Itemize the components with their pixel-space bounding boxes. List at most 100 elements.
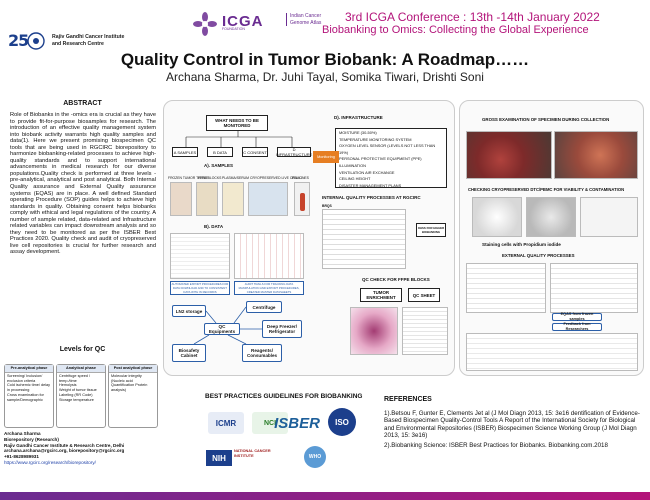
levels-heading: Levels for QC xyxy=(59,346,106,353)
data-note: AUDIT TRAILS FOR TRACKING DATA MANIPULAT… xyxy=(234,281,304,295)
list-item: Centrifuge speed / temp./time xyxy=(59,373,91,383)
samples-box: A SAMPLES xyxy=(172,147,198,157)
data-heading: B). DATA xyxy=(204,224,224,229)
icga-flower-icon xyxy=(193,12,217,36)
contact-email[interactable]: archana.archana@rgcirc.org, biorepositor… xyxy=(4,448,125,454)
contact-url-link[interactable]: https://www.rgcirc.org/research/biorepos… xyxy=(4,459,96,465)
monitoring-tag: Monitoring xyxy=(313,151,339,163)
list-item: TEMPERATURE MONITORING SYSTEM xyxy=(339,136,412,142)
icga-foundation: FOUNDATION xyxy=(222,27,245,31)
histology-image xyxy=(350,307,398,355)
cell-image-1 xyxy=(472,197,522,237)
conference-subtitle: Biobanking to Omics: Collecting the Glob… xyxy=(322,24,589,36)
iso-logo: ISO xyxy=(328,408,356,436)
conference-title: 3rd ICGA Conference : 13th -14th January… xyxy=(345,10,600,24)
eqas-sheet-1 xyxy=(466,263,546,313)
nih-logo: NIH xyxy=(206,450,232,466)
sample-type: CRYOPRESERVED LIVE CELL LINES xyxy=(250,176,309,180)
infra-heading: D). INFRASTRUCTURE xyxy=(334,115,383,120)
infra-list: MOISTURE (30-50%) TEMPERATURE MONITORING… xyxy=(335,128,447,188)
qc-sheet-image xyxy=(402,307,448,355)
monitor-box: WHAT NEEDS TO BE MONITORED xyxy=(206,115,268,131)
gross-heading: GROSS EXAMINATION OF SPECIMEN DURING COL… xyxy=(482,117,610,122)
list-item: CEILING HEIGHT xyxy=(339,176,371,182)
data-barcode-image xyxy=(234,233,304,279)
best-practices-heading: BEST PRACTICES GUIDELINES FOR BIOBANKING xyxy=(205,393,363,400)
reagents-consumables: Reagents/ Consumables xyxy=(242,344,282,362)
pbmc-image xyxy=(294,182,310,216)
post-analytical-title: Post analytical phase xyxy=(109,365,157,373)
qc-sheet-box: QC SHEET xyxy=(408,288,440,302)
list-item: PERSONAL PROTECTIVE EQUIPMENT (PPE) xyxy=(339,156,422,162)
deep-freezer: Deep Freezer/ Refrigerator xyxy=(262,320,302,338)
post-analytical-box: Post analytical phase Molecular integrit… xyxy=(108,364,158,428)
references-heading: REFERENCES xyxy=(384,396,432,403)
contact-name: Archana Sharma xyxy=(4,431,41,436)
ln2-storage: LN2 storage xyxy=(172,305,206,317)
iqp-heading: INTERNAL QUALITY PROCESSES AT RGCIRC xyxy=(322,195,421,200)
nci-logo: NCI xyxy=(252,412,288,434)
gross-image-2 xyxy=(554,131,638,179)
qc-equipments: QC Equipments xyxy=(204,323,240,335)
list-item: Cold ischemic time/ delay in processing xyxy=(7,383,51,393)
frozen-tissue-image xyxy=(170,182,192,216)
data-note: AUTOMATED EXPORT PROCEDURES FOR DATA DOW… xyxy=(170,281,230,295)
list-item: Labeling (RR Code) xyxy=(59,392,93,397)
list-item: Weight of tumor tissue xyxy=(59,388,97,393)
samples-heading: A). SAMPLES xyxy=(204,163,234,168)
biosafety-cabinet: Biosafety Cabinet xyxy=(172,344,206,362)
list-item: Storage temperature xyxy=(59,397,94,402)
analytical-box: Analytical phase Centrifuge speed / temp… xyxy=(56,364,106,428)
list-item: MOISTURE (30-50%) xyxy=(339,130,377,135)
brqs-label: BRQS xyxy=(322,204,332,208)
eqp-heading: EXTERNAL QUALITY PROCESSES xyxy=(502,253,575,258)
feedback-label: Feedback from Researchers xyxy=(552,322,602,331)
contact-info: Archana Sharma Biorepository (Research) … xyxy=(4,431,164,466)
references-text: 1).Betsou F, Gunter E, Clements Jet al (… xyxy=(384,410,646,449)
contact-phone: +91-8628989931 xyxy=(4,454,39,460)
list-item: Hemolysis xyxy=(59,383,77,388)
authors: Archana Sharma, Dr. Juhi Tayal, Somika T… xyxy=(166,70,484,84)
poster-title: Quality Control in Tumor Biobank: A Road… xyxy=(120,50,530,69)
list-item: ILLUMINATION xyxy=(339,162,366,168)
equipment-connectors xyxy=(193,306,262,345)
sample-type: PBMC xyxy=(292,176,302,180)
eqas-results-table xyxy=(466,333,638,371)
who-logo: WHO xyxy=(304,446,326,468)
list-item: Cross examination for sample/Demographic xyxy=(7,392,44,402)
eqas-sheet-2 xyxy=(550,263,638,313)
rgci-emblem-icon xyxy=(27,32,45,50)
list-item: Screening/ Inclusion/ exclusion criteria xyxy=(7,373,43,383)
logos-area: ICMR NCI ISBER ISO NIH NATIONAL CANCER I… xyxy=(200,406,370,492)
cell-lines-image xyxy=(248,182,288,216)
sample-type: PLASMA/SERUM xyxy=(222,176,249,180)
rgci-anniversary-number: 25 xyxy=(8,31,29,50)
levels-diagram: Pre-analytical phase Screening/ Inclusio… xyxy=(4,364,160,429)
infrastructure-box: D INFRASTRUCTURE xyxy=(275,147,313,157)
list-item: OXYGEN LEVEL SENSOR (LEVELS NOT LESS THA… xyxy=(339,143,436,155)
tumor-enrichment-box: TUMOR ENRICHMENT xyxy=(360,288,402,302)
reference-2: 2).Biobanking Science: ISBER Best Practi… xyxy=(384,441,608,449)
ohsi-box: OHSS FOR HIGHER BIOBANKING xyxy=(416,223,446,237)
tube-image xyxy=(580,197,638,237)
analytical-title: Analytical phase xyxy=(57,365,105,373)
abstract-text: Role of Biobanks in the -omics era is cr… xyxy=(10,112,156,256)
consent-box: C CONSENT xyxy=(242,147,268,157)
reference-1: 1).Betsou F, Gunter E, Clements Jet al (… xyxy=(384,410,640,440)
center-panel: WHAT NEEDS TO BE MONITORED A SAMPLES B D… xyxy=(163,100,455,376)
sample-type: FROZEN TUMOR TISSUE xyxy=(168,176,209,180)
pre-analytical-box: Pre-analytical phase Screening/ Inclusio… xyxy=(4,364,54,428)
centrifuge: Centrifuge xyxy=(246,301,282,313)
nci-text-logo: NATIONAL CANCER INSTITUTE xyxy=(234,449,271,458)
list-item: DISASTER MANAGEMENT PLANS xyxy=(339,182,402,188)
right-panel: GROSS EXAMINATION OF SPECIMEN DURING COL… xyxy=(459,100,644,376)
contact-dept: Biorepository (Research) xyxy=(4,436,59,442)
list-item: Molecular integrity (Nucleic acid Quanti… xyxy=(111,373,148,393)
data-sheet-image xyxy=(170,233,230,279)
icga-logo-word: ICGA xyxy=(222,13,264,30)
qc-log-sheet-image xyxy=(322,209,406,269)
abstract-heading: ABSTRACT xyxy=(63,100,102,107)
cryo-heading: CHECKING CRYOPRESERVED DTC/PBMC FOR VIAB… xyxy=(468,187,625,192)
cell-image-2 xyxy=(526,197,576,237)
isber-logo: ISBER xyxy=(274,414,320,432)
